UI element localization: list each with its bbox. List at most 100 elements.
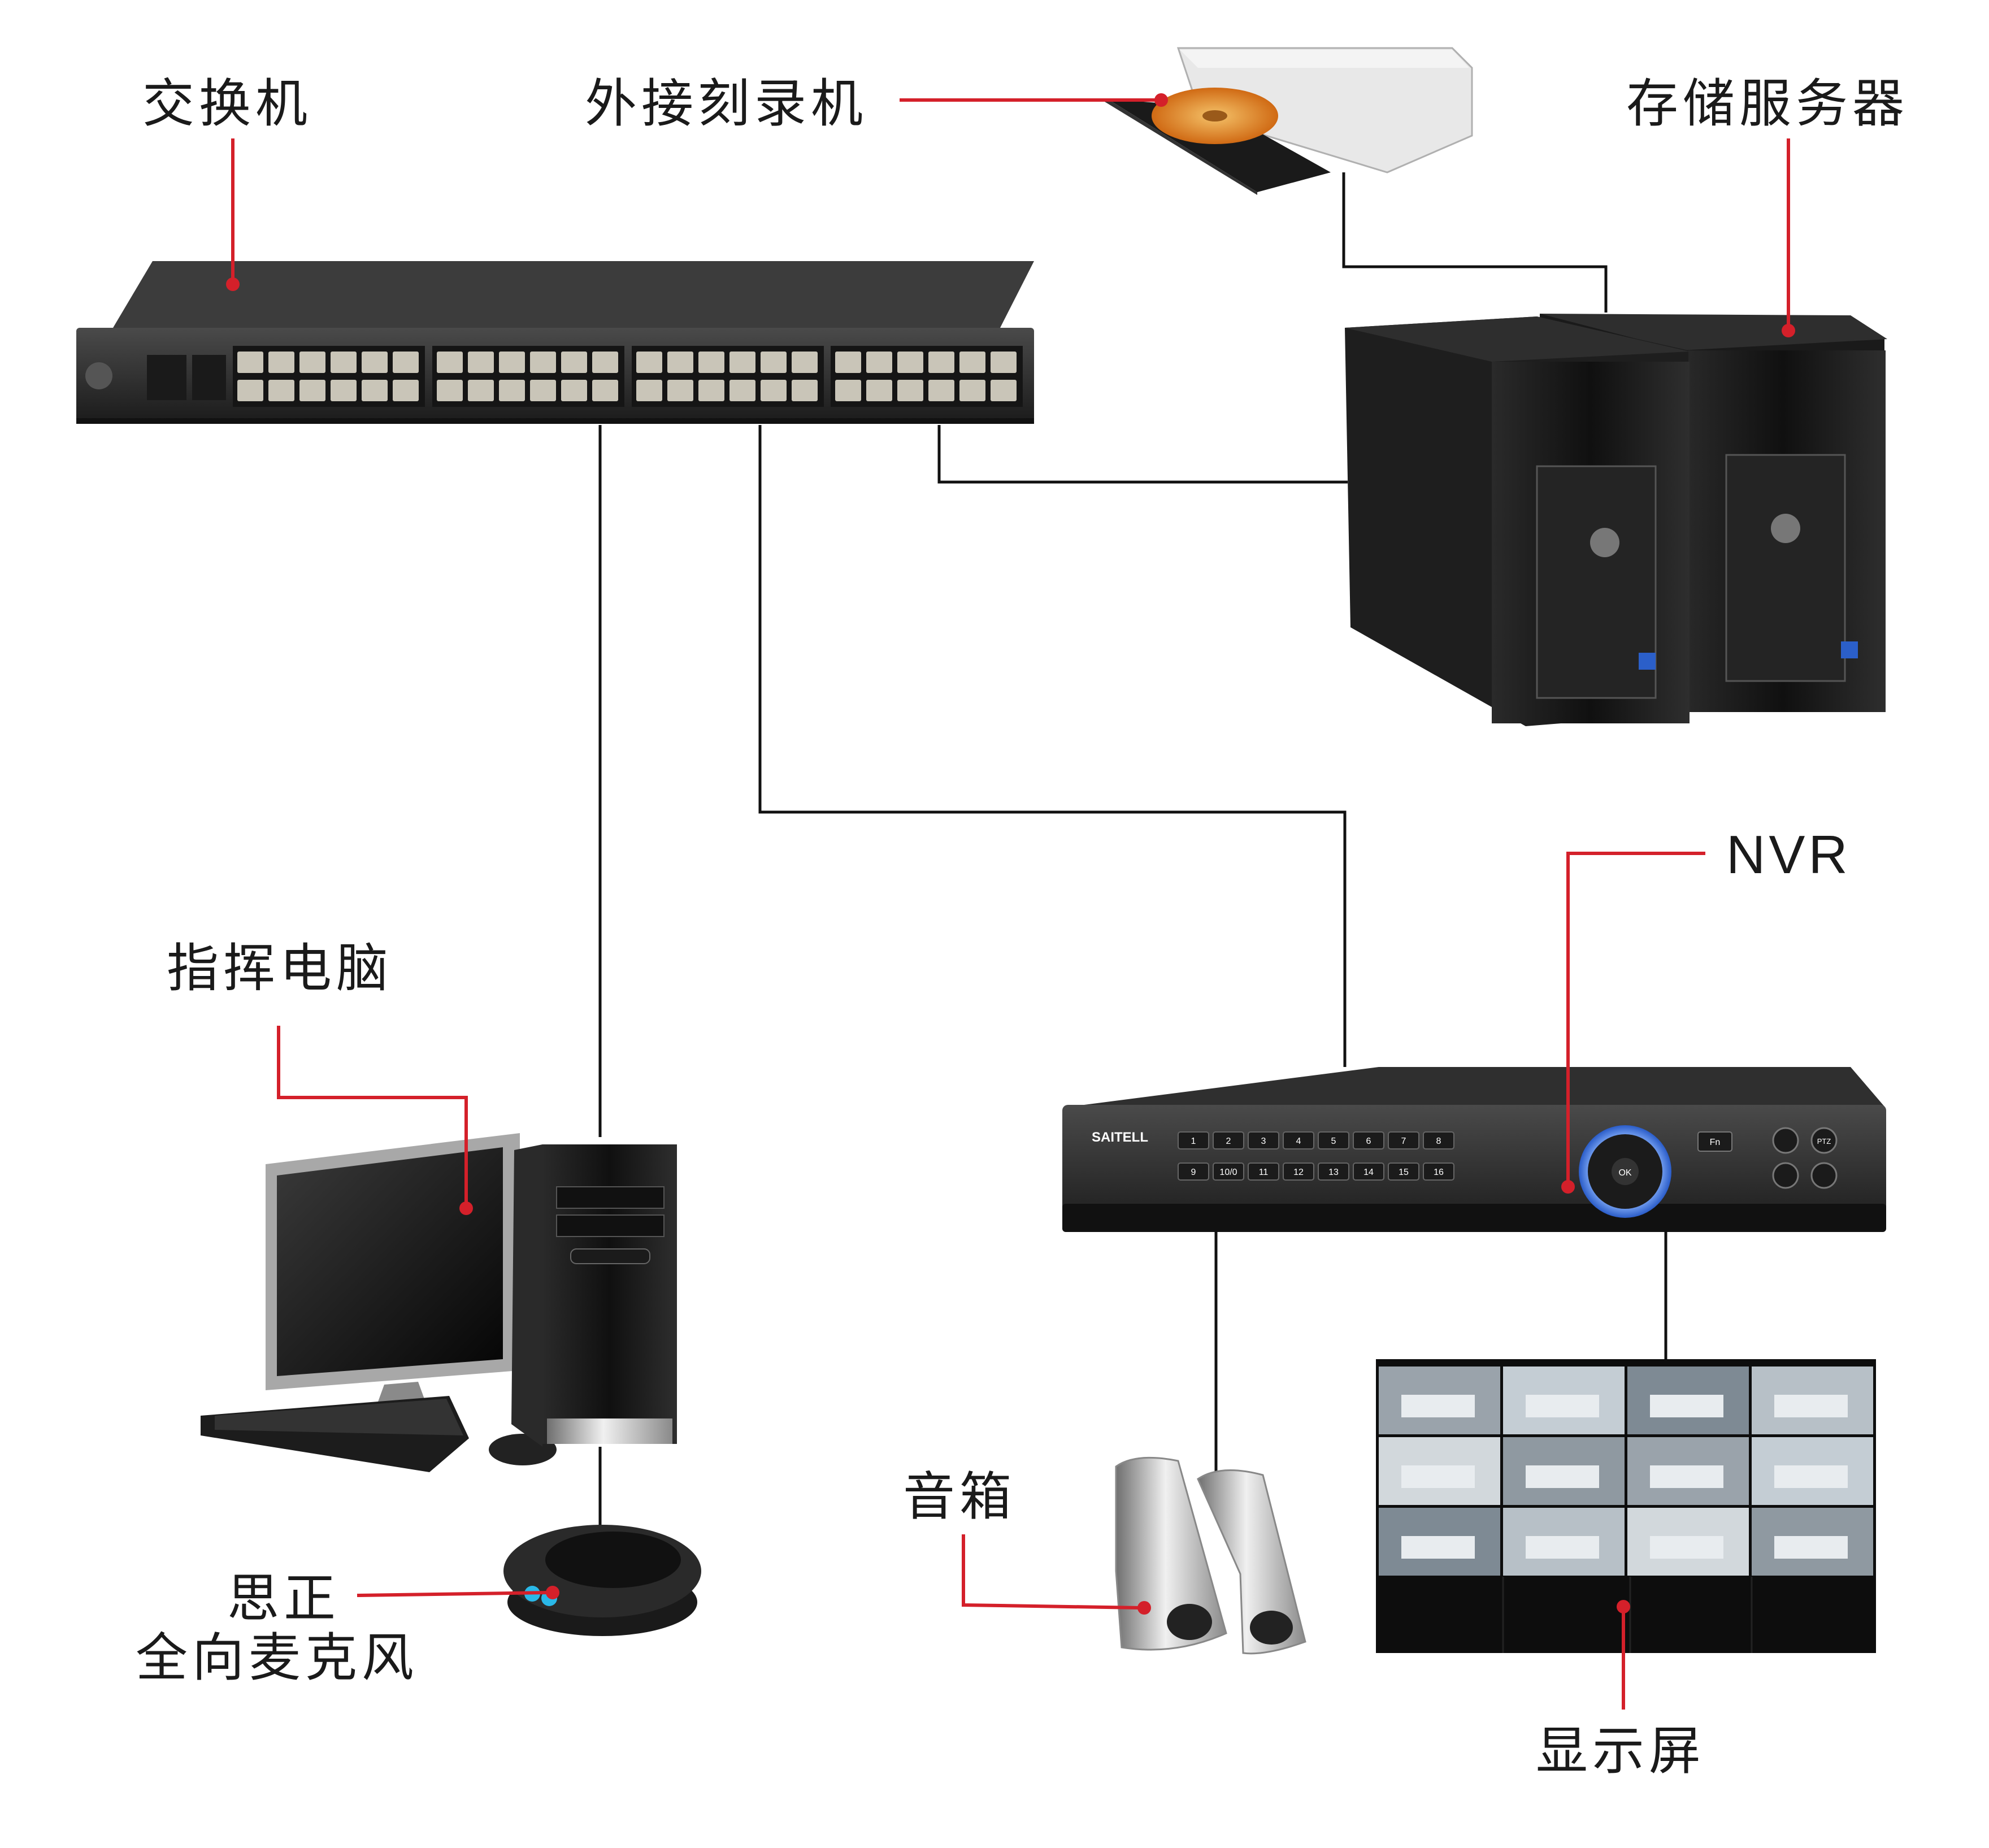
nvr-key (1213, 1162, 1244, 1181)
nvr-key (1318, 1162, 1349, 1181)
nvr-brand: SAITELL (1092, 1130, 1148, 1145)
nvr-key-label: 10/0 (1219, 1168, 1237, 1177)
pc-device (201, 1133, 677, 1472)
video-tile-table (1401, 1465, 1475, 1488)
switch-port (362, 352, 388, 373)
switch-port (866, 352, 892, 373)
nvr-ok-key: OK (1618, 1168, 1631, 1178)
line-burner-to-storage (1342, 172, 1608, 313)
switch-port (592, 380, 618, 401)
switch-port (561, 352, 587, 373)
switch-port (991, 352, 1017, 373)
switch-device (76, 261, 1034, 424)
nvr-key-label: 5 (1331, 1136, 1336, 1146)
line-switch-to-nvr (758, 425, 1347, 1067)
switch-console-port (85, 362, 112, 389)
switch-port (237, 352, 263, 373)
switch-port (897, 352, 923, 373)
switch-port (561, 380, 587, 401)
nvr-key-label: 4 (1296, 1136, 1301, 1146)
switch-port (835, 380, 861, 401)
nvr-key (1388, 1162, 1419, 1181)
label-speaker: 音箱 (903, 1467, 1016, 1527)
switch-port (991, 380, 1017, 401)
nvr-key-label: 14 (1363, 1168, 1374, 1177)
nvr-key-label: 13 (1328, 1168, 1339, 1177)
switch-port (667, 380, 693, 401)
switch-port (331, 380, 357, 401)
connector-lines (598, 172, 1667, 1529)
switch-port (897, 380, 923, 401)
burner-device (1105, 47, 1473, 195)
switch-port (698, 380, 724, 401)
switch-port (499, 352, 525, 373)
nvr-key (1353, 1131, 1384, 1149)
nvr-key (1318, 1131, 1349, 1149)
speakers-device (1115, 1456, 1306, 1655)
video-tile-table (1526, 1536, 1599, 1559)
switch-port (928, 352, 954, 373)
switch-port (468, 352, 494, 373)
nvr-fn-key: Fn (1710, 1138, 1721, 1147)
video-tile-table (1650, 1465, 1723, 1488)
nvr-key-label: 15 (1399, 1168, 1409, 1177)
switch-sfp-port (147, 355, 186, 400)
video-tile-table (1401, 1536, 1475, 1559)
switch-port (237, 380, 263, 401)
switch-port (299, 380, 325, 401)
nvr-key (1178, 1131, 1209, 1149)
switch-port (499, 380, 525, 401)
callout-speaker (962, 1534, 1142, 1610)
nvr-key (1248, 1131, 1279, 1149)
switch-port (393, 352, 419, 373)
switch-port (761, 352, 787, 373)
switch-port (530, 352, 556, 373)
switch-port (667, 352, 693, 373)
switch-port (437, 352, 463, 373)
nvr-key (1388, 1131, 1419, 1149)
label-mic-line2: 全向麦克风 (136, 1628, 418, 1688)
callout-lines (231, 98, 1790, 1710)
switch-port (636, 352, 662, 373)
microphone-device (503, 1525, 701, 1636)
labels: 交换机 外接刻录机 存储服务器 NVR 指挥电脑 思正 全向麦克风 音箱 显示屏 (136, 73, 1909, 1781)
label-switch: 交换机 (142, 73, 312, 134)
switch-port (729, 380, 755, 401)
label-display: 显示屏 (1536, 1721, 1705, 1781)
switch-port (592, 352, 618, 373)
nvr-key-label: 3 (1261, 1136, 1266, 1146)
nvr-key-label: 7 (1401, 1136, 1406, 1146)
nvr-key-label: 9 (1191, 1168, 1196, 1177)
switch-port (792, 352, 818, 373)
switch-port (362, 380, 388, 401)
nvr-key-label: 6 (1366, 1136, 1371, 1146)
switch-ports (85, 346, 1023, 407)
switch-port (792, 380, 818, 401)
nvr-key-label: 11 (1259, 1168, 1269, 1177)
nvr-ptz-key: PTZ (1817, 1137, 1831, 1146)
callout-mic (357, 1591, 550, 1597)
nvr-key (1213, 1131, 1244, 1149)
switch-port (698, 352, 724, 373)
label-storage: 存储服务器 (1626, 73, 1909, 134)
video-tile-table (1526, 1395, 1599, 1417)
nvr-key (1353, 1162, 1384, 1181)
nvr-key (1248, 1162, 1279, 1181)
switch-port (959, 380, 985, 401)
switch-port (268, 352, 294, 373)
video-tile-table (1774, 1536, 1848, 1559)
nvr-key (1423, 1131, 1454, 1149)
video-tile-table (1774, 1465, 1848, 1488)
nvr-key (1283, 1162, 1314, 1181)
switch-port (393, 380, 419, 401)
nvr-key-label: 16 (1434, 1168, 1444, 1177)
switch-port (437, 380, 463, 401)
nvr-key-label: 1 (1191, 1136, 1196, 1146)
nvr-key (1178, 1162, 1209, 1181)
nvr-key-label: 8 (1436, 1136, 1441, 1146)
line-switch-to-storage (937, 425, 1348, 484)
storage-servers-device (1345, 314, 1887, 726)
